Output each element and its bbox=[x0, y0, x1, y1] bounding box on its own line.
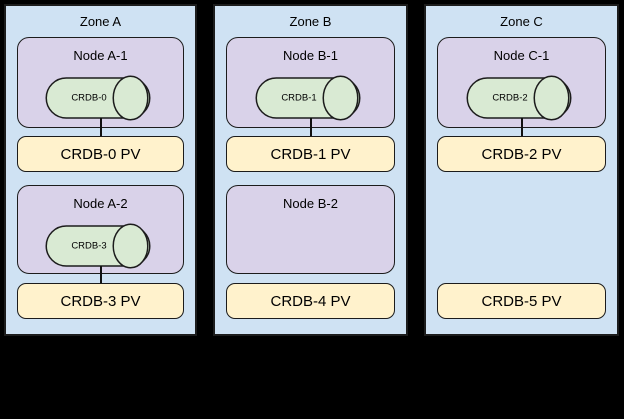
zone-panel-a: Zone A Node A-1 CRDB-0 CRDB-0 PV Node A-… bbox=[4, 4, 197, 336]
pv-box: CRDB-5 PV bbox=[437, 283, 606, 319]
zone-panel-b: Zone B Node B-1 CRDB-1 CRDB-1 PV Node B-… bbox=[213, 4, 408, 336]
node-title: Node A-2 bbox=[73, 196, 128, 211]
node-box-c1: Node C-1 CRDB-2 bbox=[437, 37, 606, 128]
pod-label: CRDB-3 bbox=[71, 241, 106, 252]
database-cylinder-icon: CRDB-3 bbox=[45, 223, 150, 269]
pv-label: CRDB-4 PV bbox=[270, 292, 351, 310]
database-cylinder-icon: CRDB-2 bbox=[466, 75, 571, 121]
pv-label: CRDB-5 PV bbox=[481, 292, 562, 310]
pod-label: CRDB-0 bbox=[71, 93, 106, 104]
node-box-a1: Node A-1 CRDB-0 bbox=[17, 37, 184, 128]
pv-box: CRDB-1 PV bbox=[226, 136, 395, 172]
connector-line bbox=[99, 118, 102, 136]
connector-line bbox=[309, 118, 312, 136]
pv-box: CRDB-4 PV bbox=[226, 283, 395, 319]
pv-label: CRDB-2 PV bbox=[481, 145, 562, 163]
database-cylinder-icon: CRDB-1 bbox=[255, 75, 360, 121]
database-cylinder-icon: CRDB-0 bbox=[45, 75, 150, 121]
node-box-b1: Node B-1 CRDB-1 bbox=[226, 37, 395, 128]
connector-line bbox=[99, 266, 102, 283]
node-title: Node C-1 bbox=[493, 48, 550, 63]
node-title: Node A-1 bbox=[73, 48, 128, 63]
node-title: Node B-1 bbox=[283, 48, 338, 63]
pv-box: CRDB-3 PV bbox=[17, 283, 184, 319]
node-box-b2-empty: Node B-2 bbox=[226, 185, 395, 274]
connector-line bbox=[520, 118, 523, 136]
pv-label: CRDB-3 PV bbox=[60, 292, 141, 310]
pv-box: CRDB-0 PV bbox=[17, 136, 184, 172]
pod-label: CRDB-1 bbox=[281, 93, 316, 104]
zone-title: Zone C bbox=[500, 14, 543, 29]
pv-label: CRDB-0 PV bbox=[60, 145, 141, 163]
pv-box: CRDB-2 PV bbox=[437, 136, 606, 172]
node-title: Node B-2 bbox=[283, 196, 338, 211]
pod-label: CRDB-2 bbox=[492, 93, 527, 104]
pv-label: CRDB-1 PV bbox=[270, 145, 351, 163]
zone-title: Zone B bbox=[289, 14, 332, 29]
zone-panel-c: Zone C Node C-1 CRDB-2 CRDB-2 PV CRDB-5 … bbox=[424, 4, 619, 336]
node-box-a2: Node A-2 CRDB-3 bbox=[17, 185, 184, 274]
zone-title: Zone A bbox=[79, 14, 122, 29]
